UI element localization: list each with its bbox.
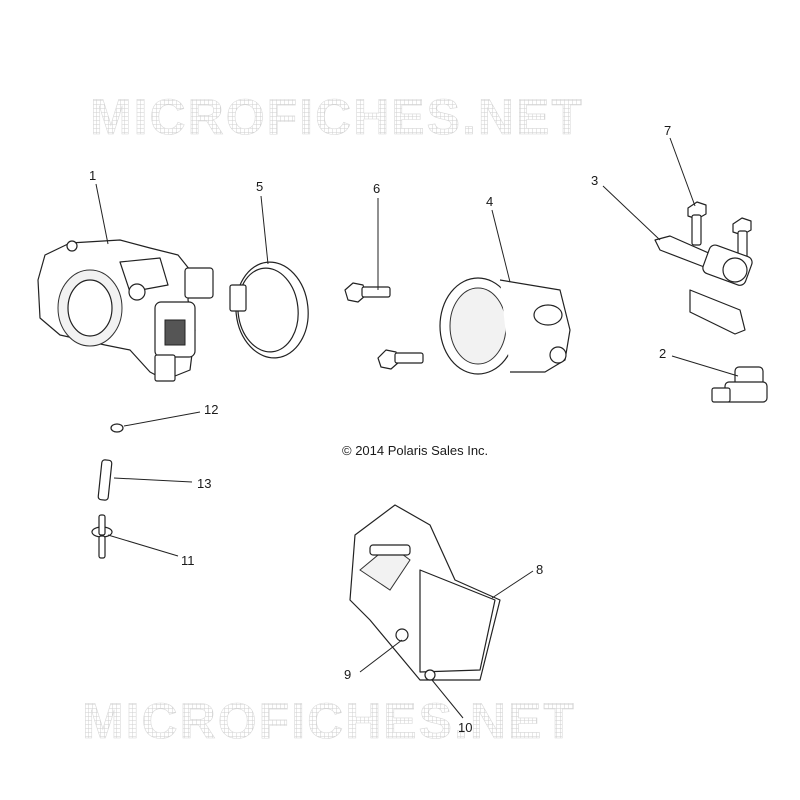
callout-11: 11 [181, 553, 195, 568]
watermark-top: MICROFICHES.NET [90, 89, 584, 145]
callout-13: 13 [197, 476, 211, 491]
callout-5: 5 [256, 179, 263, 194]
part-1-throttle-body [37, 239, 214, 382]
leader-lines [95, 137, 739, 719]
part-11-fitting [91, 514, 113, 559]
watermark-bottom: MICROFICHES.NET [82, 693, 576, 749]
callout-2: 2 [659, 346, 666, 361]
part-4-intake-boot [439, 277, 571, 375]
part-12-cap [110, 423, 124, 433]
part-2-injector [711, 366, 768, 403]
copyright-notice: © 2014 Polaris Sales Inc. [342, 443, 488, 458]
callout-4: 4 [486, 194, 493, 209]
callout-8: 8 [536, 562, 543, 577]
part-7-screws [687, 201, 752, 262]
callout-9: 9 [344, 667, 351, 682]
callout-6: 6 [373, 181, 380, 196]
part-6-bolts [344, 282, 424, 370]
callout-1: 1 [89, 168, 96, 183]
part-3-fuel-rail [654, 235, 753, 335]
part-8-sensor-housing [349, 504, 501, 681]
callout-10: 10 [458, 720, 472, 735]
part-5-clamp [229, 261, 309, 359]
callout-7: 7 [664, 123, 671, 138]
callout-12: 12 [204, 402, 218, 417]
callout-3: 3 [591, 173, 598, 188]
part-13-pin [97, 459, 113, 501]
